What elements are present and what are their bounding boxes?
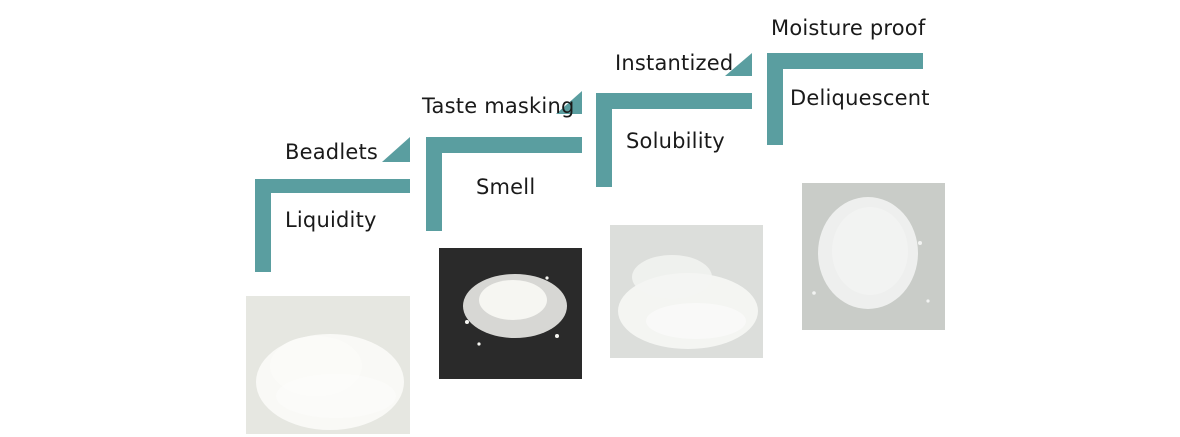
step-4-connector bbox=[767, 53, 923, 145]
step-2-powder-photo bbox=[439, 248, 582, 379]
step-1-top-label: Beadlets bbox=[285, 140, 379, 164]
step-2-connector bbox=[426, 91, 582, 231]
step-3-connector bbox=[596, 53, 752, 187]
step-2-top-label: Taste masking bbox=[422, 94, 575, 118]
step-4-bottom-label: Deliquescent bbox=[790, 86, 930, 110]
step-3-powder-photo bbox=[610, 225, 763, 358]
step-1-bottom-label: Liquidity bbox=[285, 208, 377, 232]
step-2-bottom-label: Smell bbox=[476, 175, 536, 199]
step-4-powder-photo bbox=[802, 183, 945, 330]
step-3-top-label: Instantized bbox=[615, 51, 734, 75]
step-1-connector bbox=[255, 137, 410, 272]
step-3-bottom-label: Solubility bbox=[626, 129, 725, 153]
step-1-powder-photo bbox=[246, 296, 410, 434]
step-4-top-label: Moisture proof bbox=[771, 16, 926, 40]
